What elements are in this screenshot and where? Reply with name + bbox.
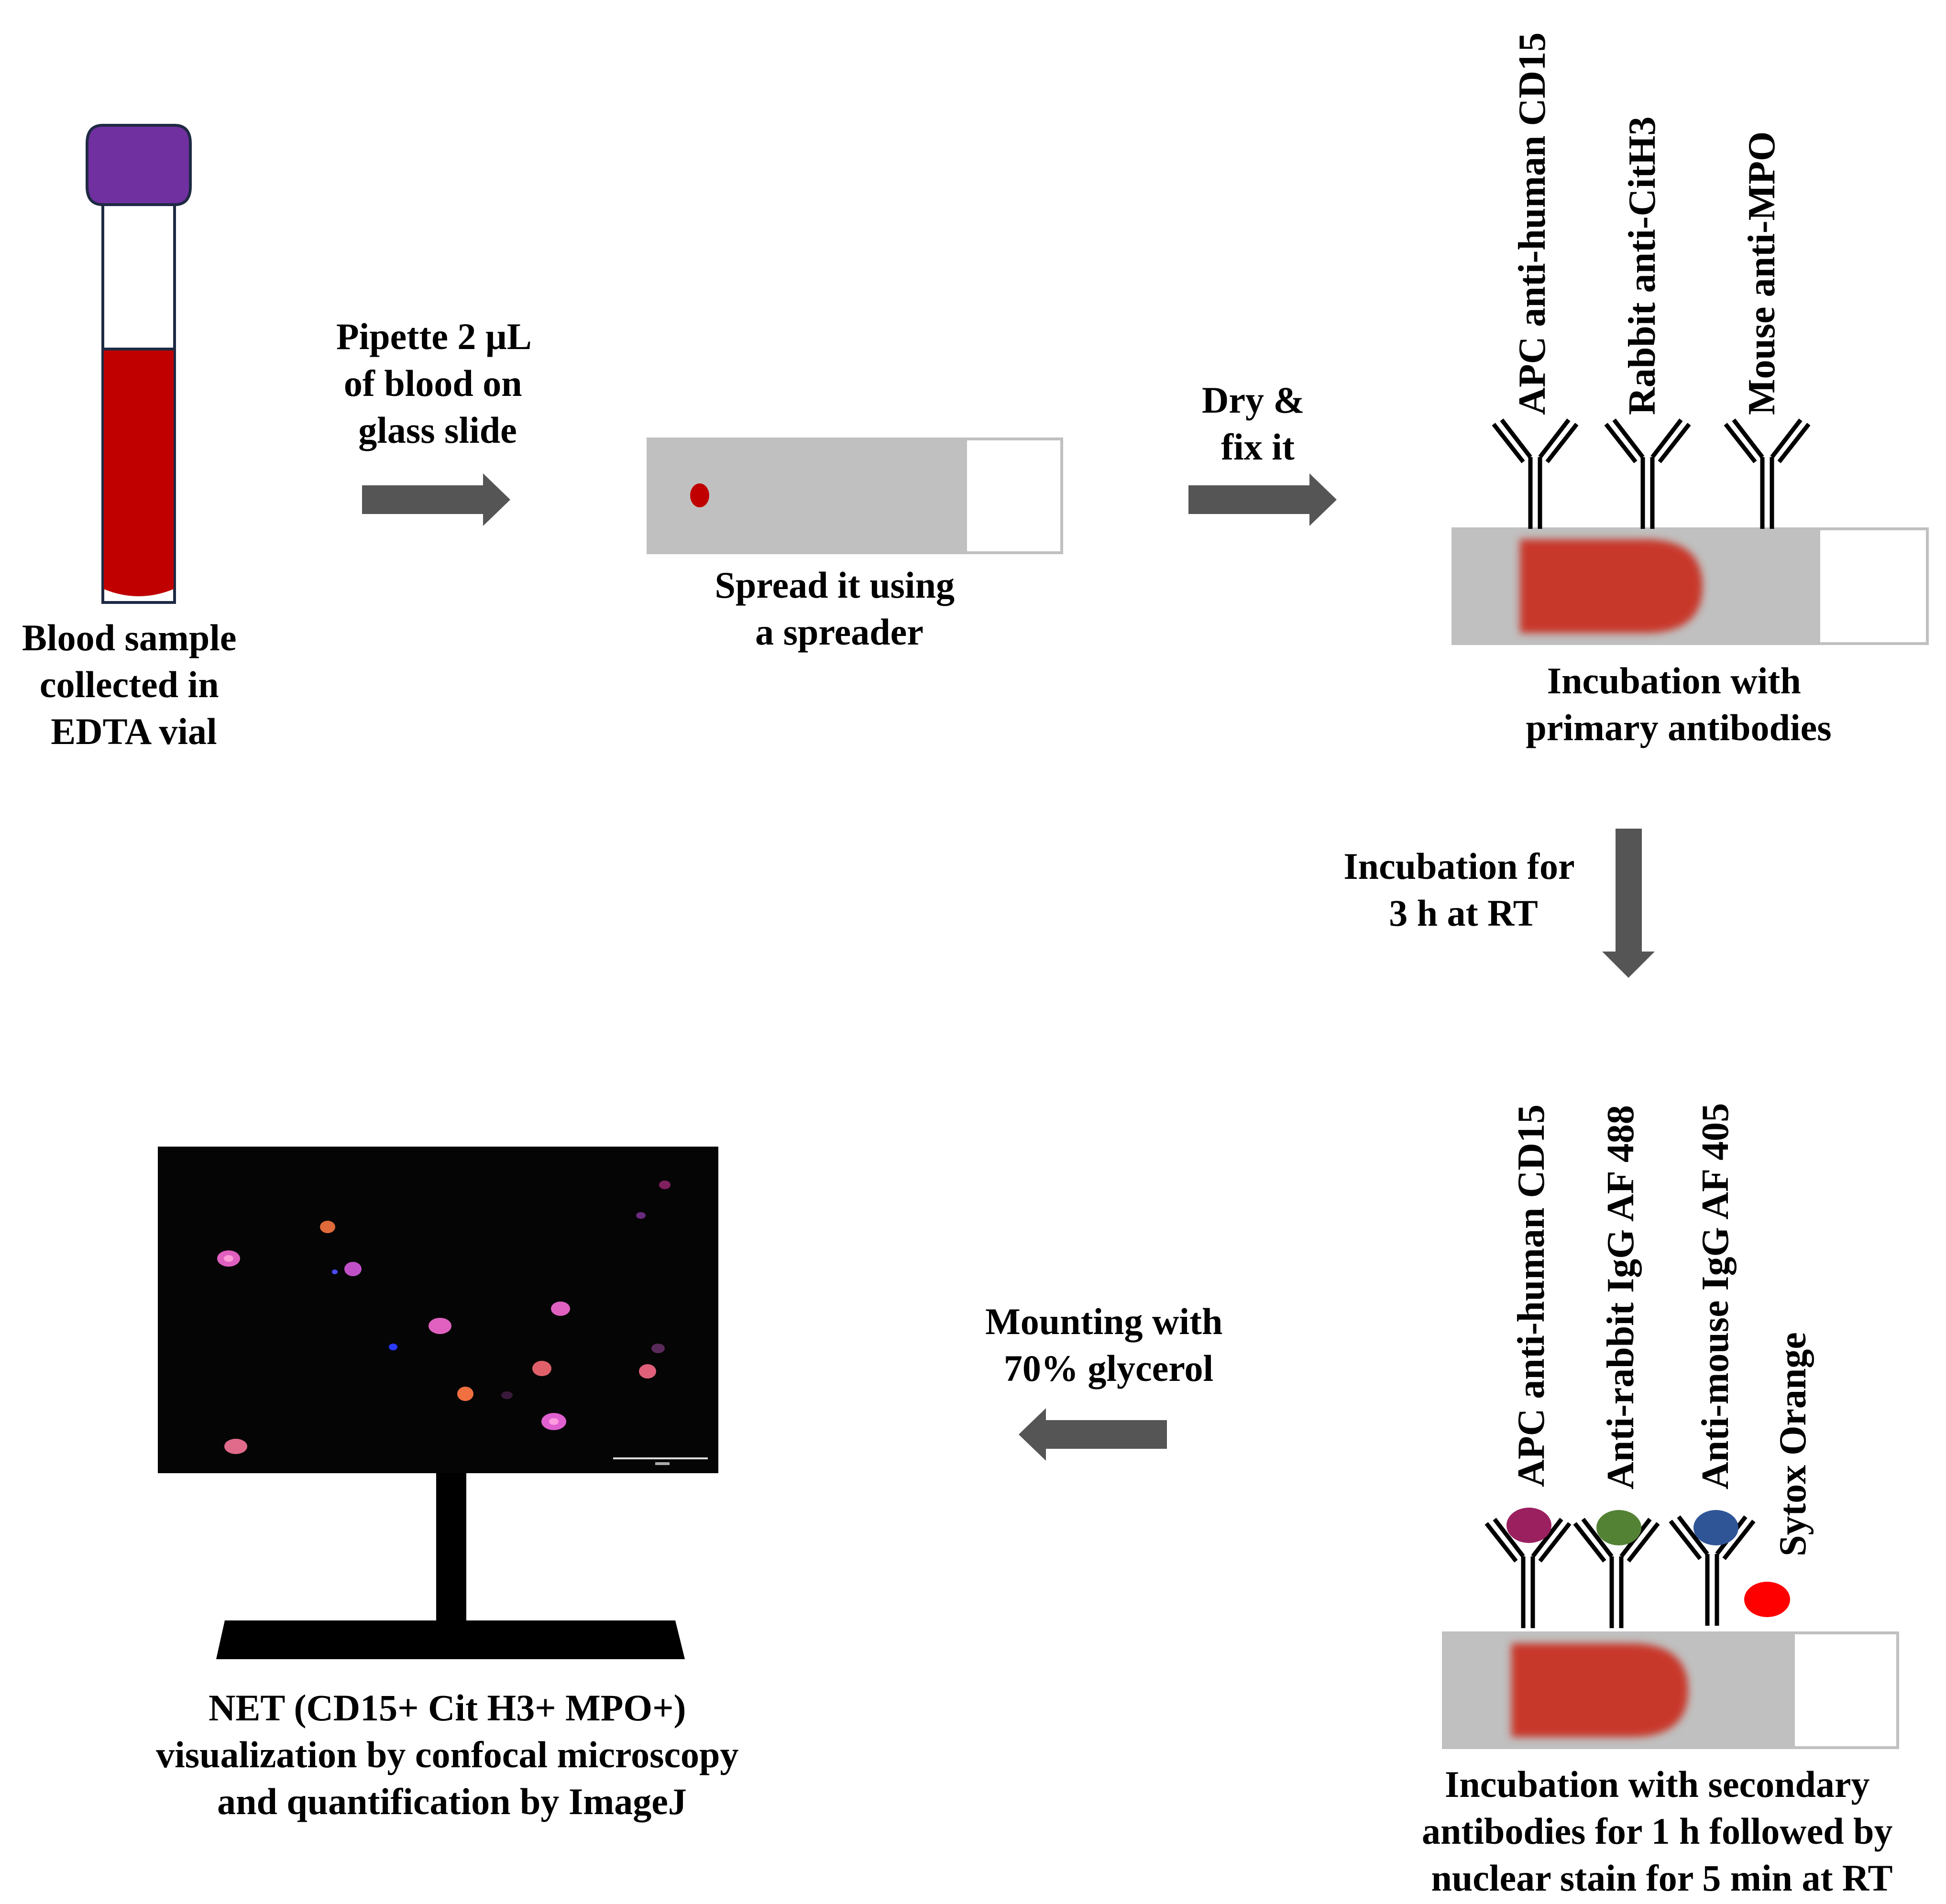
- label-primary-incubation: Incubation with primary antibodies: [1526, 660, 1831, 748]
- blood-smear-2: [1511, 1643, 1688, 1737]
- primary-antibody-slide: [1451, 420, 1929, 645]
- sytox-orange-dot: [1744, 1582, 1790, 1617]
- arrow-right-2: [1188, 473, 1337, 526]
- monitor-base: [216, 1620, 685, 1659]
- label-dry-fix: Dry & fix it: [1202, 379, 1314, 468]
- arrow-left: [1019, 1408, 1167, 1461]
- tube-cap: [86, 124, 192, 206]
- blood-tube: [86, 124, 192, 604]
- antibody-cd15: [1494, 420, 1577, 529]
- label-incubation-3h: Incubation for 3 h at RT: [1343, 845, 1583, 934]
- glass-slide-drop: [647, 438, 1063, 554]
- label-blood-sample: Blood sample collected in EDTA vial: [22, 617, 246, 752]
- secondary-antibody-slide: [1442, 1508, 1899, 1749]
- label-rabbit-cith3: Rabbit anti-CitH3: [1621, 117, 1663, 416]
- label-sytox-orange: Sytox Orange: [1772, 1332, 1814, 1556]
- label-anti-mouse-af405: Anti-mouse IgG AF 405: [1694, 1103, 1737, 1489]
- label-apc-cd15-secondary: APC anti-human CD15: [1510, 1105, 1552, 1487]
- label-apc-cd15-primary: APC anti-human CD15: [1511, 33, 1553, 415]
- confocal-image-cells: [217, 1181, 708, 1465]
- fluorophore-apc: [1506, 1508, 1551, 1543]
- label-anti-rabbit-af488: Anti-rabbit IgG AF 488: [1600, 1105, 1642, 1489]
- arrow-down: [1602, 829, 1655, 978]
- arrow-right-1: [362, 473, 510, 526]
- label-pipette: Pipette 2 µL of blood on glass slide: [336, 316, 539, 451]
- fluorophore-af488: [1596, 1510, 1641, 1545]
- fluorophore-af405: [1693, 1510, 1738, 1545]
- tube-blood: [104, 349, 174, 596]
- label-secondary-incubation: Incubation with secondary antibodies for…: [1422, 1763, 1902, 1899]
- label-net-visualization: NET (CD15+ Cit H3+ MPO+) visualization b…: [156, 1687, 748, 1822]
- monitor-stand: [436, 1473, 466, 1620]
- blood-smear-1: [1520, 539, 1703, 633]
- label-mouse-mpo: Mouse anti-MPO: [1741, 131, 1783, 415]
- monitor: [158, 1147, 718, 1659]
- label-mounting: Mounting with 70% glycerol: [985, 1301, 1232, 1389]
- antibody-mpo: [1726, 420, 1809, 529]
- antibody-cith3: [1606, 420, 1689, 529]
- label-spread: Spread it using a spreader: [715, 564, 964, 653]
- blood-drop: [690, 483, 709, 507]
- monitor-screen: [158, 1147, 718, 1473]
